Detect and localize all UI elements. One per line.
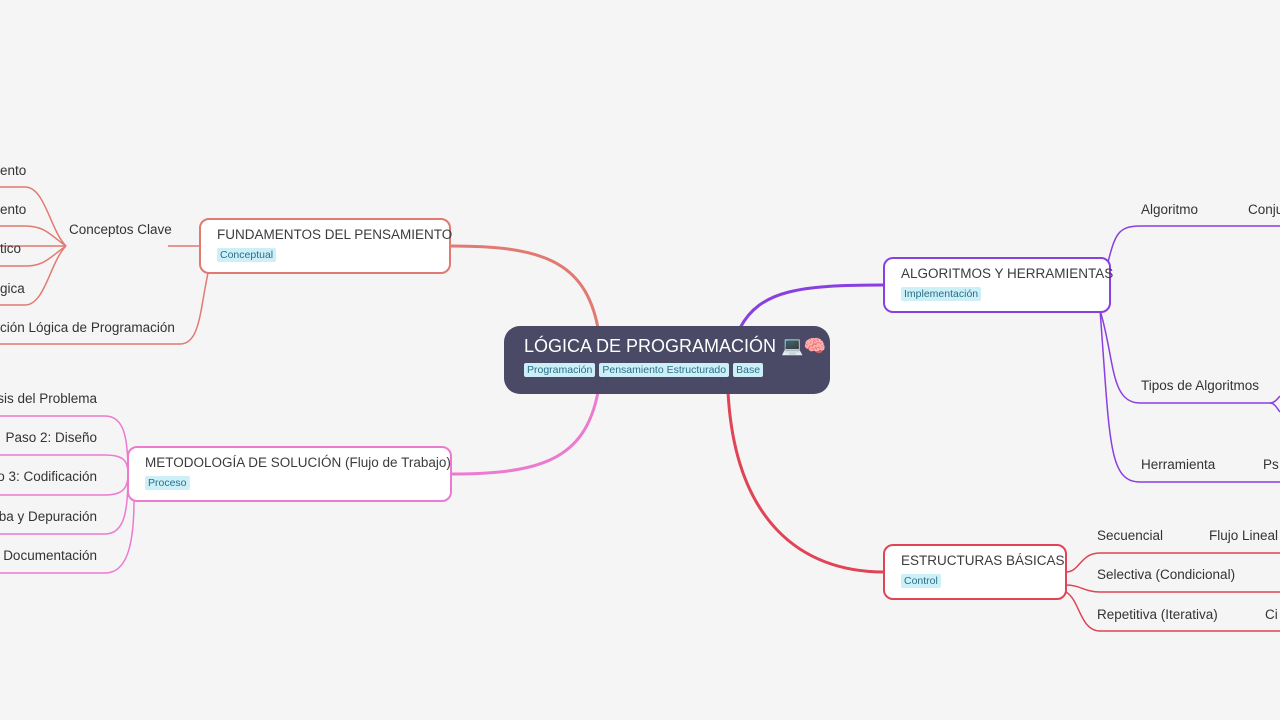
- tag-control[interactable]: Control: [901, 574, 941, 588]
- node-fundamentos[interactable]: FUNDAMENTOS DEL PENSAMIENTO Conceptual: [199, 218, 453, 274]
- tag-conceptual[interactable]: Conceptual: [217, 248, 277, 262]
- tag-base[interactable]: Base: [733, 363, 764, 377]
- leaf-metodologia-5[interactable]: Documentación: [3, 548, 97, 563]
- leaf-selectiva[interactable]: Selectiva (Condicional): [1097, 567, 1236, 582]
- tag-programacion[interactable]: Programación: [524, 363, 596, 377]
- leaf-herramienta-detail[interactable]: Ps: [1263, 457, 1279, 472]
- node-metodologia[interactable]: METODOLOGÍA DE SOLUCIÓN (Flujo de Trabaj…: [127, 446, 452, 502]
- estructuras-title: ESTRUCTURAS BÁSICAS: [901, 553, 1065, 568]
- root-tags: Programación Pensamiento Estructurado Ba…: [524, 363, 810, 377]
- leaf-repetitiva[interactable]: Repetitiva (Iterativa): [1097, 607, 1218, 622]
- leaf-fundamentos-1[interactable]: ento: [0, 163, 27, 178]
- node-algoritmos[interactable]: ALGORITMOS Y HERRAMIENTAS Implementación: [883, 257, 1114, 313]
- leaf-secuencial[interactable]: Secuencial: [1097, 528, 1164, 543]
- leaf-tipos-algoritmos[interactable]: Tipos de Algoritmos: [1141, 378, 1260, 393]
- leaf-metodologia-2[interactable]: Paso 2: Diseño: [5, 430, 97, 445]
- leaf-algoritmo[interactable]: Algoritmo: [1141, 202, 1199, 217]
- tag-pensamiento-estructurado[interactable]: Pensamiento Estructurado: [599, 363, 730, 377]
- leaf-fundamentos-extra[interactable]: ción Lógica de Programación: [0, 320, 175, 335]
- tag-proceso[interactable]: Proceso: [145, 476, 190, 490]
- leaf-metodologia-1[interactable]: sis del Problema: [0, 391, 97, 406]
- leaf-algoritmo-detail[interactable]: Conju: [1248, 202, 1280, 217]
- edge-root-estructuras: [726, 391, 885, 574]
- leaf-herramienta[interactable]: Herramienta: [1141, 457, 1216, 472]
- edge-root-metodologia: [450, 391, 600, 476]
- root-title: LÓGICA DE PROGRAMACIÓN 💻🧠: [524, 336, 826, 356]
- leaf-secuencial-detail[interactable]: Flujo Lineal: [1209, 528, 1279, 543]
- leaf-metodologia-4[interactable]: ba y Depuración: [0, 509, 97, 524]
- edge-root-algoritmos: [738, 283, 885, 329]
- fundamentos-title: FUNDAMENTOS DEL PENSAMIENTO: [217, 227, 453, 242]
- tag-implementacion[interactable]: Implementación: [901, 287, 982, 301]
- node-estructuras[interactable]: ESTRUCTURAS BÁSICAS Control: [883, 544, 1067, 600]
- root-node[interactable]: LÓGICA DE PROGRAMACIÓN 💻🧠 Programación P…: [504, 326, 830, 394]
- leaf-fundamentos-2[interactable]: ento: [0, 202, 27, 217]
- leaf-repetitiva-detail[interactable]: Ci: [1265, 607, 1278, 622]
- leaf-fundamentos-3[interactable]: tico: [0, 241, 22, 256]
- leaf-fundamentos-4[interactable]: gica: [0, 281, 25, 296]
- edges-algoritmos: [1099, 225, 1280, 483]
- leaf-conceptos-clave[interactable]: Conceptos Clave: [69, 222, 172, 237]
- edge-root-fundamentos: [450, 244, 600, 329]
- algoritmos-title: ALGORITMOS Y HERRAMIENTAS: [901, 266, 1114, 281]
- metodologia-title: METODOLOGÍA DE SOLUCIÓN (Flujo de Trabaj…: [145, 455, 451, 470]
- leaf-metodologia-3[interactable]: o 3: Codificación: [0, 469, 97, 484]
